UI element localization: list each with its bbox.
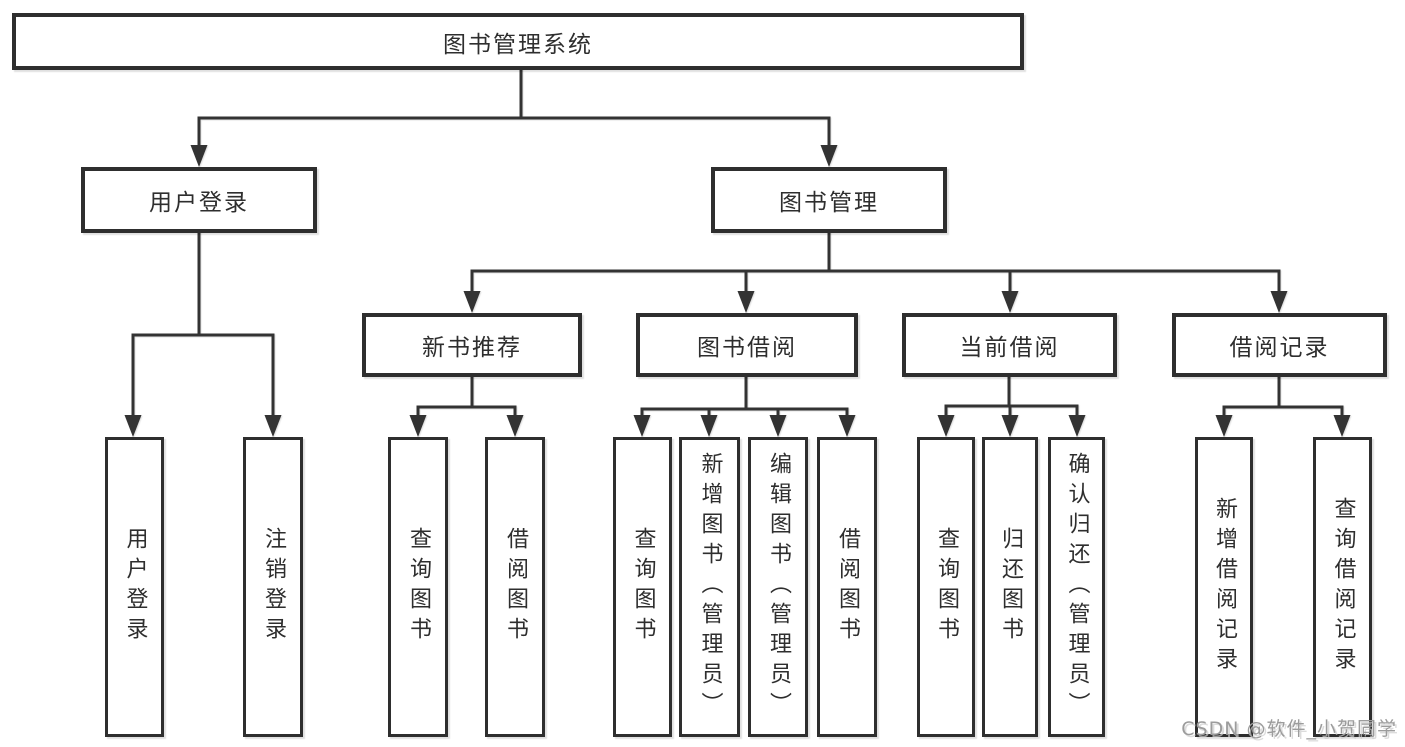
leaf-query-borrow-record: 查询借阅记录	[1313, 437, 1372, 737]
leaf-edit-books-admin: 编辑图书（管理员）	[748, 437, 808, 737]
node-new-book-recommend: 新书推荐	[362, 313, 582, 377]
leaf-current-query-books: 查询图书	[917, 437, 975, 737]
leaf-logout: 注销登录	[243, 437, 303, 737]
node-root-library-system: 图书管理系统	[12, 13, 1024, 70]
leaf-confirm-return-admin: 确认归还（管理员）	[1048, 437, 1105, 737]
node-current-borrow: 当前借阅	[902, 313, 1117, 377]
node-user-login: 用户登录	[81, 167, 317, 233]
leaf-edit-books-admin-label: 编辑图书（管理员）	[766, 452, 791, 722]
leaf-current-query-books-label: 查询图书	[934, 527, 959, 647]
leaf-logout-label: 注销登录	[261, 527, 286, 647]
csdn-watermark: CSDN @软件_小贺同学	[1181, 718, 1397, 740]
node-book-borrow: 图书借阅	[636, 313, 858, 377]
leaf-newbook-borrow-books-label: 借阅图书	[503, 527, 528, 647]
node-book-management: 图书管理	[711, 167, 947, 233]
leaf-borrow-query-books: 查询图书	[613, 437, 672, 737]
leaf-newbook-query-books: 查询图书	[388, 437, 448, 737]
leaf-return-books: 归还图书	[982, 437, 1038, 737]
leaf-borrow-query-books-label: 查询图书	[630, 527, 656, 647]
node-borrow-records: 借阅记录	[1172, 313, 1387, 377]
leaf-add-books-admin: 新增图书（管理员）	[679, 437, 740, 737]
leaf-confirm-return-admin-label: 确认归还（管理员）	[1064, 452, 1090, 722]
leaf-add-borrow-record: 新增借阅记录	[1195, 437, 1253, 737]
leaf-borrow-books: 借阅图书	[817, 437, 877, 737]
leaf-add-books-admin-label: 新增图书（管理员）	[697, 452, 723, 722]
leaf-query-borrow-record-label: 查询借阅记录	[1330, 497, 1356, 677]
leaf-return-books-label: 归还图书	[998, 527, 1023, 647]
leaf-user-login-label: 用户登录	[122, 527, 148, 647]
leaf-add-borrow-record-label: 新增借阅记录	[1212, 497, 1237, 677]
leaf-user-login: 用户登录	[105, 437, 164, 737]
leaf-newbook-borrow-books: 借阅图书	[485, 437, 545, 737]
leaf-borrow-books-label: 借阅图书	[835, 527, 860, 647]
leaf-newbook-query-books-label: 查询图书	[406, 527, 431, 647]
